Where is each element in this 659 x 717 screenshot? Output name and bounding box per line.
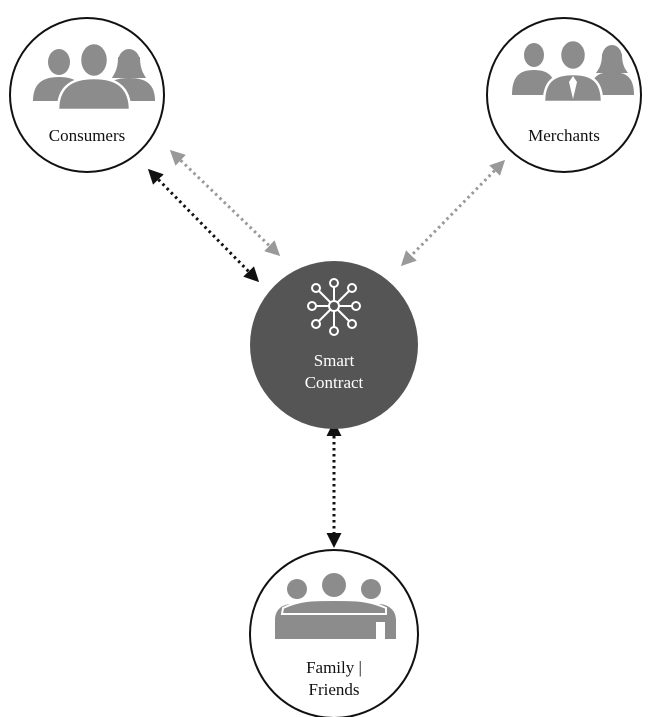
smart-contract-label: Smart Contract — [274, 350, 394, 394]
smart-contract-node — [250, 261, 418, 429]
family-embrace-icon — [275, 573, 396, 639]
network-hub-icon — [307, 278, 361, 336]
family-label-line1: Family | — [306, 658, 362, 677]
business-people-icon — [512, 38, 634, 104]
consumers-contract-black-arrow — [147, 168, 260, 283]
family-label: Family | Friends — [274, 657, 394, 701]
consumers-group-icon — [33, 41, 155, 112]
family-label-line2: Friends — [308, 680, 360, 699]
merchants-label: Merchants — [528, 126, 600, 145]
consumers-label: Consumers — [48, 126, 126, 145]
merchants-contract-gray-arrow — [400, 159, 506, 267]
smart-contract-label-line2: Contract — [304, 373, 364, 392]
smart-contract-label-line1: Smart — [313, 351, 355, 370]
consumers-contract-gray-arrow — [169, 149, 281, 257]
